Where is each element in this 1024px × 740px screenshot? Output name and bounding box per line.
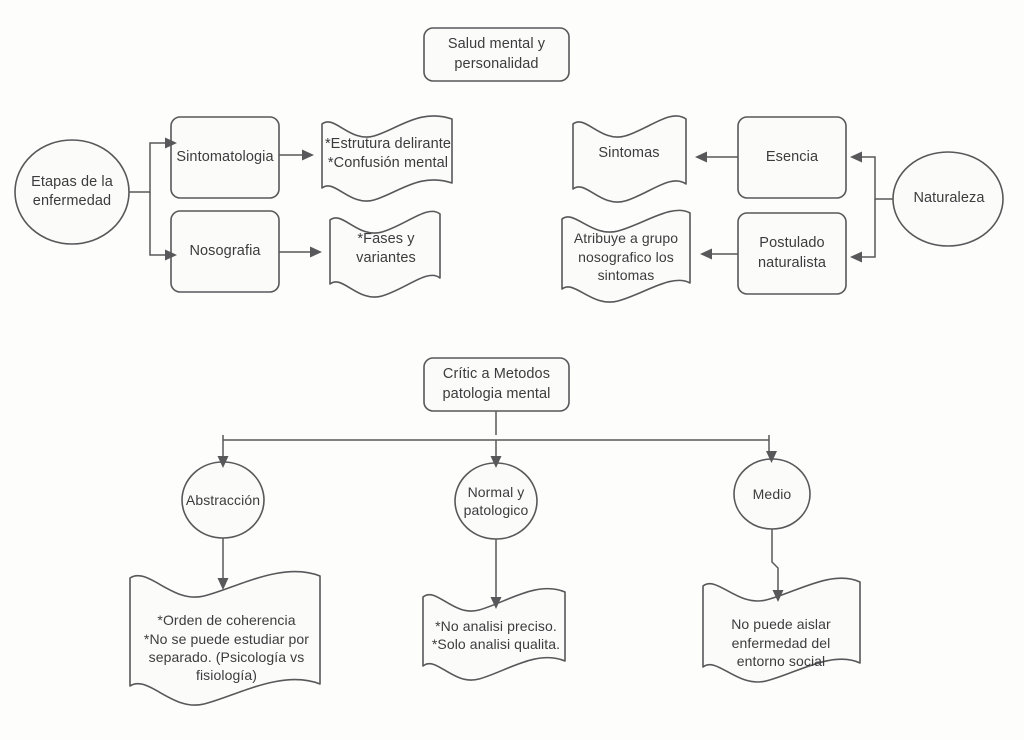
arrowhead-normal-banner	[490, 597, 502, 609]
arrowhead-abstraccion-banner	[217, 578, 229, 590]
banner-atribuye-grupo-shape[interactable]	[561, 209, 691, 303]
connector-naturaleza-split-upper	[862, 156, 893, 200]
arrowhead-nosografia-banner	[310, 246, 322, 258]
arrowhead-sintomatologia-banner	[302, 149, 314, 161]
node-naturaleza-shape[interactable]	[892, 151, 1004, 247]
node-medio-shape[interactable]	[733, 458, 811, 530]
arrowhead-medio-banner	[772, 590, 784, 602]
node-nosografia-shape[interactable]	[170, 210, 280, 293]
connector-medio-to-banner	[771, 529, 779, 590]
node-etapas-enfermedad-shape[interactable]	[14, 139, 130, 245]
connector-naturaleza-split-lower	[862, 199, 876, 258]
banner-orden-coherencia-shape[interactable]	[129, 570, 321, 706]
node-salud-mental-shape[interactable]	[423, 27, 570, 82]
node-postulado-naturalista-shape[interactable]	[737, 212, 847, 295]
arrowhead-etapas-to-nosografia	[165, 249, 177, 261]
node-normal-patologico-shape[interactable]	[454, 462, 538, 540]
banner-no-puede-aislar-shape[interactable]	[702, 577, 861, 683]
node-esencia-shape[interactable]	[737, 116, 847, 199]
arrowhead-to-abstraccion	[217, 456, 229, 468]
connector-etapas-split	[129, 142, 165, 193]
node-critic-metodos-shape[interactable]	[423, 357, 570, 412]
arrowhead-naturaleza-to-postulado	[850, 251, 862, 263]
node-abstraccion-shape[interactable]	[181, 461, 265, 539]
arrowhead-esencia-sintomas	[695, 151, 707, 163]
arrowhead-postulado-atribuye	[700, 248, 712, 260]
banner-no-analisi-shape[interactable]	[422, 587, 566, 681]
banner-fases-variantes-shape[interactable]	[329, 210, 441, 298]
arrowhead-to-normal-patologico	[490, 456, 502, 468]
arrowhead-etapas-to-sintomatologia	[165, 137, 177, 149]
arrowhead-to-medio	[766, 451, 777, 463]
banner-sintomas-shape[interactable]	[572, 115, 687, 203]
banner-estrutura-delirante-shape[interactable]	[321, 115, 453, 202]
arrowhead-naturaleza-to-esencia	[850, 151, 862, 163]
connector-etapas-split-lower	[149, 192, 165, 256]
node-sintomatologia-shape[interactable]	[170, 116, 280, 199]
